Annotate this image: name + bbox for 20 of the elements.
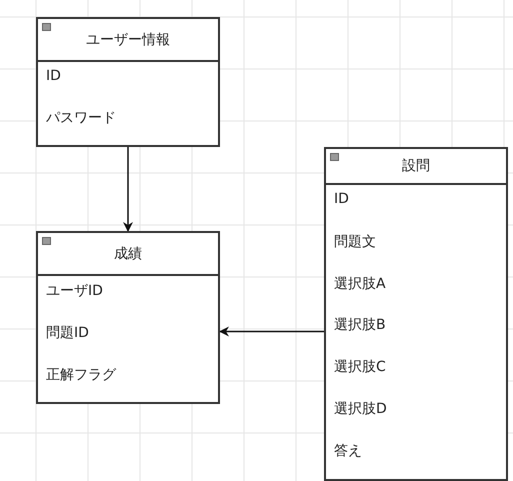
entity-table — [324, 147, 508, 481]
field-text: 選択肢A — [334, 274, 386, 293]
field-text: 問題文 — [334, 232, 376, 251]
field-text: 選択肢D — [334, 400, 387, 418]
field-text: 正解フラグ — [46, 366, 116, 384]
field-text: パスワード — [46, 109, 116, 127]
field-text: ユーザID — [46, 282, 103, 300]
arrow — [219, 326, 324, 336]
table-title: ユーザー情報 — [85, 30, 171, 48]
field-text: 答え — [334, 442, 362, 460]
field-text: ID — [334, 191, 349, 207]
entity-table — [36, 231, 220, 404]
table-title: 成績 — [113, 244, 143, 262]
field-text: ID — [46, 68, 61, 84]
arrow — [123, 147, 133, 232]
entity-table — [36, 17, 220, 147]
field-text: 問題ID — [46, 324, 89, 342]
field-text: 選択肢C — [334, 358, 386, 376]
table-title: 設問 — [401, 157, 431, 175]
field-text: 選択肢B — [334, 316, 386, 334]
